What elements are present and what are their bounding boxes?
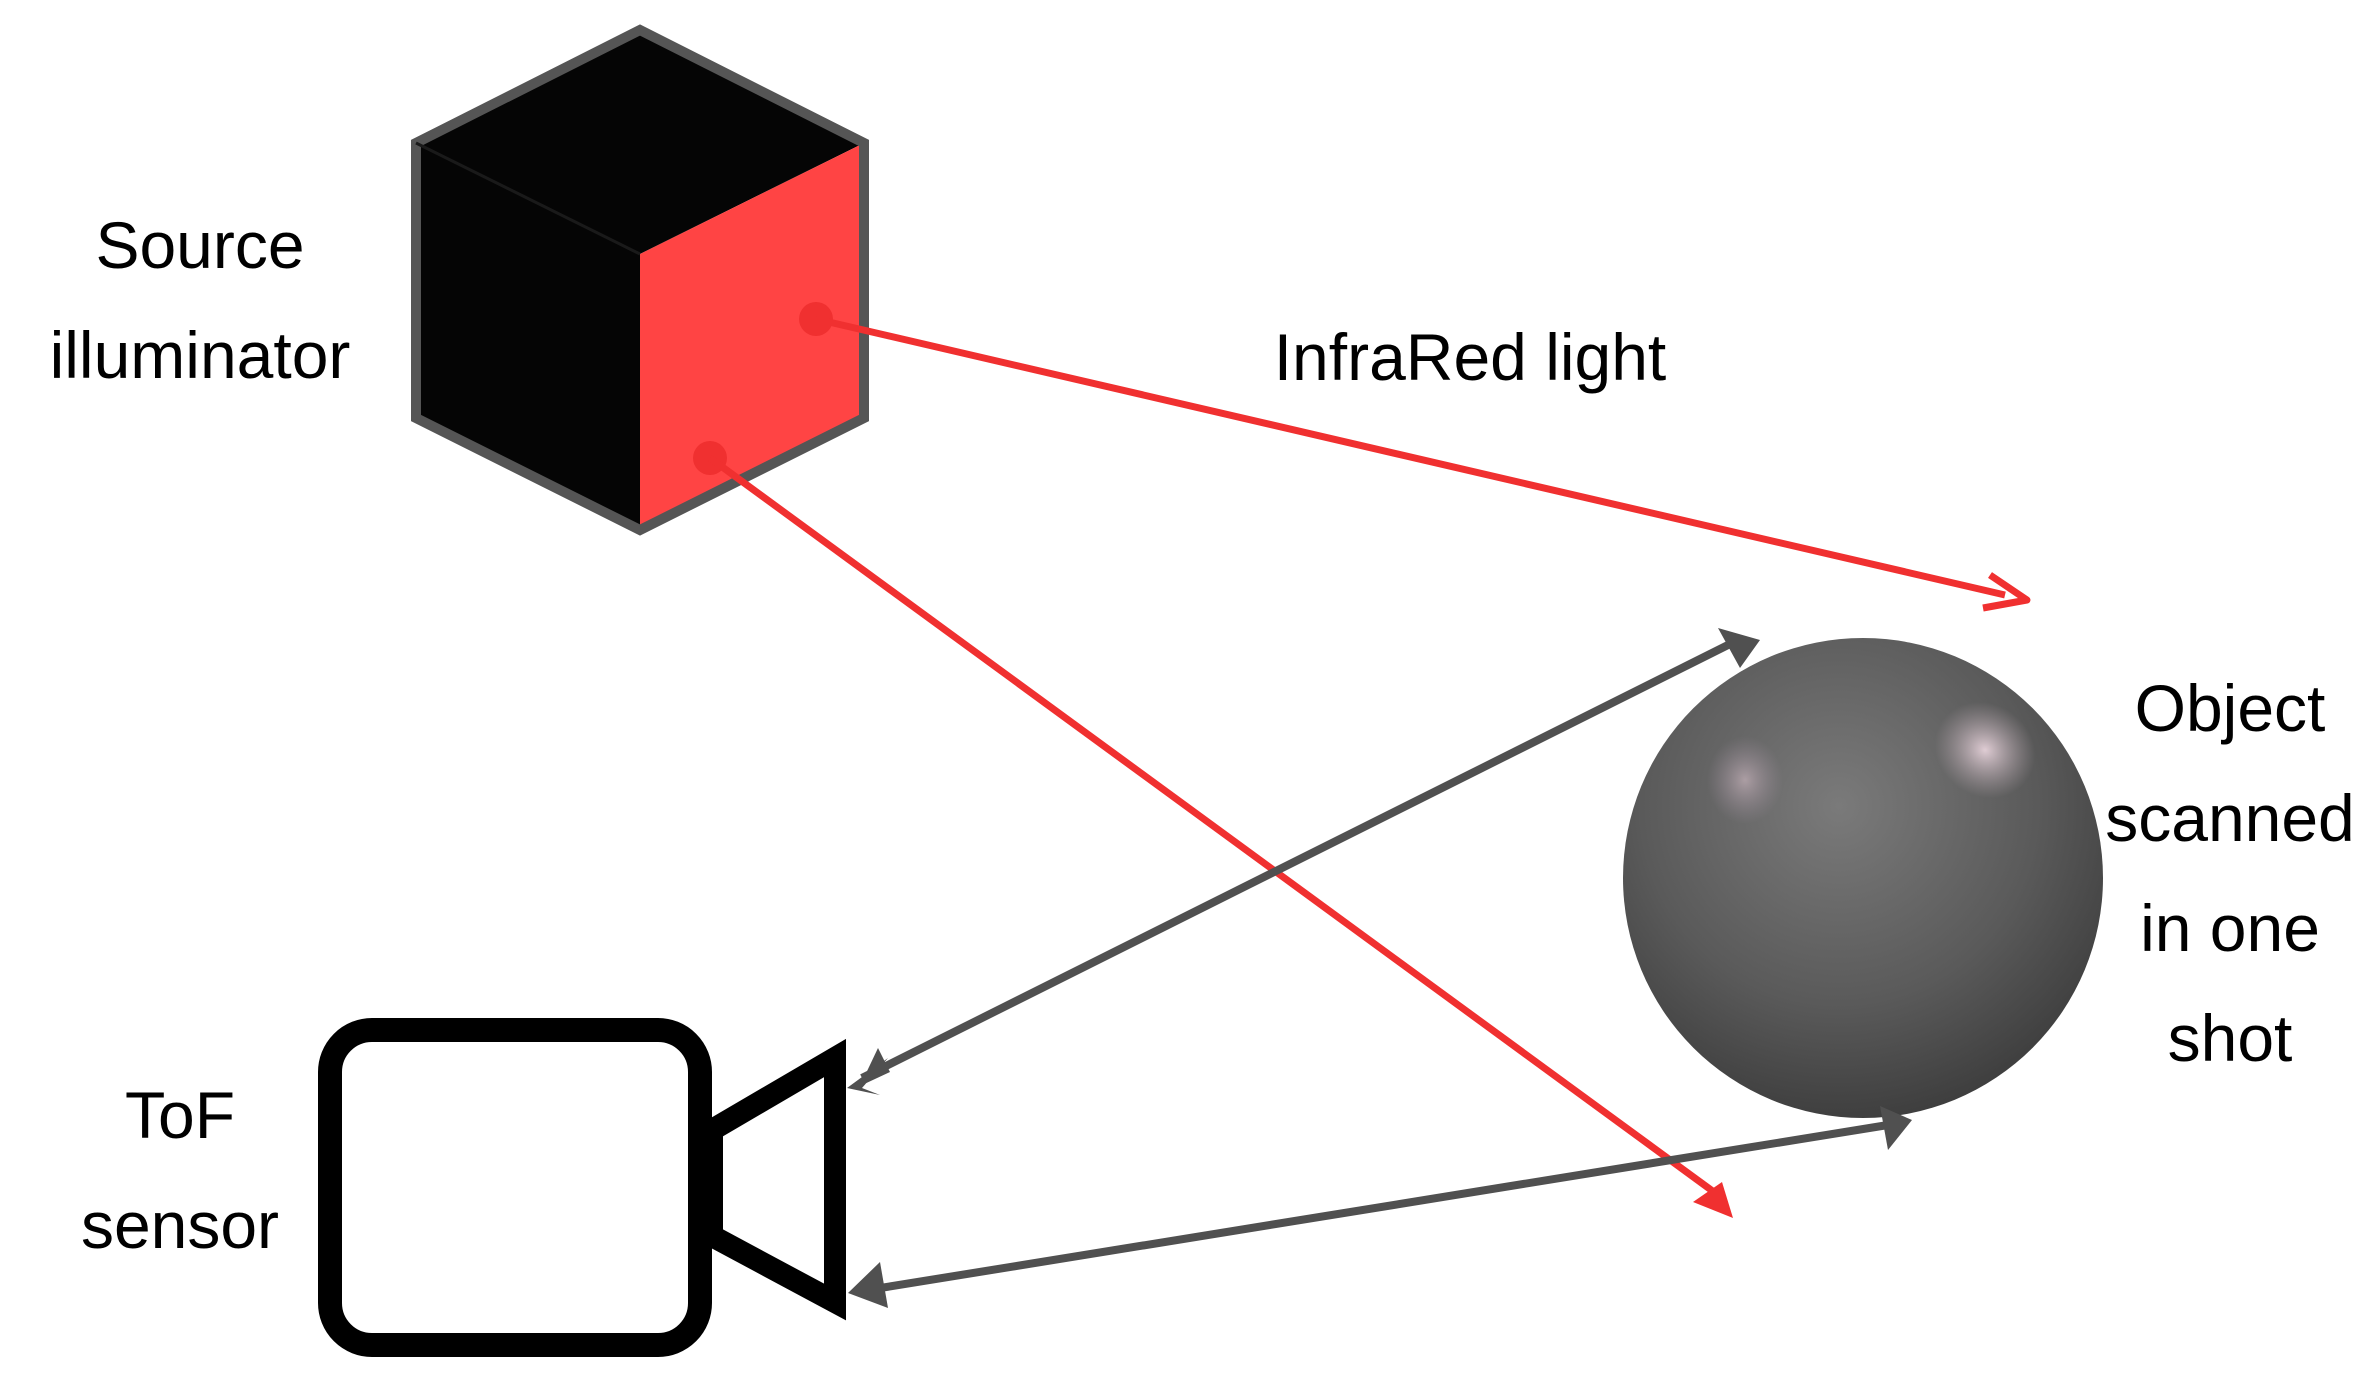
cube-icon [411, 24, 869, 536]
sphere-body [1623, 638, 2103, 1118]
object-label: Object scanned in one shot [2090, 653, 2370, 1093]
source-label-line-2: illuminator [49, 318, 351, 392]
object-label-line-3: in one [2140, 891, 2320, 965]
tof-sensor-label: ToF sensor [60, 1060, 300, 1280]
sphere-icon [1623, 638, 2103, 1118]
infrared-light-label: InfraRed light [1273, 320, 1667, 394]
sensor-label-line-1: ToF [124, 1078, 236, 1152]
ir-ray-upper [799, 302, 2031, 612]
source-label-line-1: Source [95, 208, 305, 282]
source-illuminator-label: Source illuminator [0, 190, 400, 410]
sphere-highlight-right [1934, 701, 2036, 799]
return-ray-lower [848, 1106, 1912, 1308]
cube-left-face [416, 143, 640, 530]
camera-lens [701, 1038, 846, 1321]
sphere-highlight-left [1707, 736, 1783, 824]
object-label-line-2: scanned [2105, 781, 2355, 855]
cube-edge [415, 141, 641, 256]
ir-ray-lower [693, 441, 1733, 1218]
return-ray-upper [847, 628, 1760, 1095]
object-label-line-1: Object [2134, 671, 2326, 745]
camera-icon [318, 1018, 846, 1357]
sensor-label-line-2: sensor [80, 1188, 280, 1262]
cube-front-face [640, 143, 864, 530]
camera-body [318, 1018, 712, 1357]
object-label-line-4: shot [2167, 1001, 2293, 1075]
